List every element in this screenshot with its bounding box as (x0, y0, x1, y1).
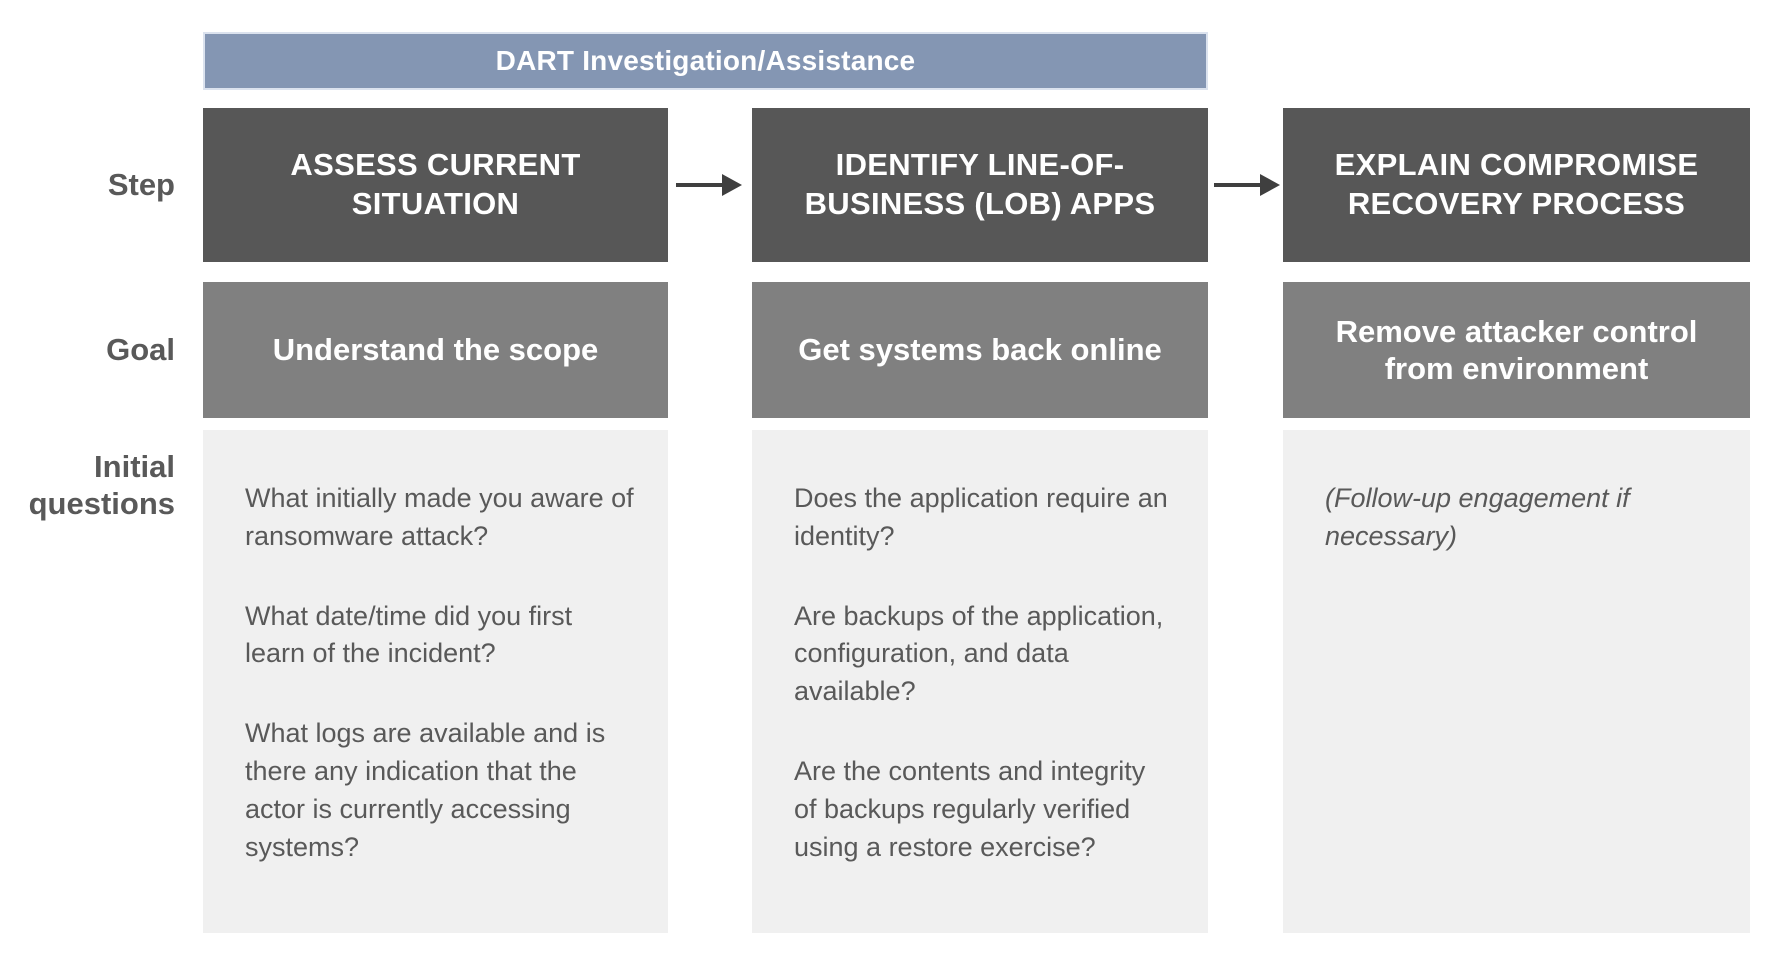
right-arrow-icon (1214, 174, 1280, 196)
row-label-initial-questions: Initial questions (28, 449, 175, 522)
right-arrow-icon (676, 174, 742, 196)
row-label-step-text: Step (107, 167, 175, 203)
step-title: ASSESS CURRENT SITUATION (290, 147, 581, 221)
question-item: Are the contents and integrity of backup… (794, 755, 1146, 862)
question-item: Does the application require an identity… (794, 483, 1168, 551)
row-label-goal-text: Goal (106, 332, 175, 368)
dart-banner: DART Investigation/Assistance (203, 32, 1208, 90)
question-item: (Follow-up engagement if necessary) (1325, 483, 1630, 551)
goal-box-systems-back-online: Get systems back online (752, 282, 1208, 418)
step-title: EXPLAIN COMPROMISE RECOVERY PROCESS (1334, 147, 1699, 221)
row-label-step: Step (0, 108, 175, 262)
questions-panel-assess: What initially made you aware of ransomw… (203, 430, 668, 933)
question-item: What logs are available and is there any… (245, 718, 606, 862)
dart-banner-label: DART Investigation/Assistance (495, 45, 916, 76)
questions-panel-recovery: (Follow-up engagement if necessary) (1283, 430, 1750, 933)
step-box-assess-current-situation: ASSESS CURRENT SITUATION (203, 108, 668, 262)
goal-text: Understand the scope (272, 332, 599, 368)
question-item: What date/time did you first learn of th… (245, 600, 573, 669)
goal-text: Remove attacker control from environment (1335, 313, 1698, 386)
row-label-goal: Goal (0, 282, 175, 418)
goal-text: Get systems back online (798, 332, 1162, 368)
goal-box-understand-scope: Understand the scope (203, 282, 668, 418)
questions-panel-lob-apps: Does the application require an identity… (752, 430, 1208, 933)
question-item: Are backups of the application, configur… (794, 600, 1164, 707)
step-box-explain-compromise-recovery: EXPLAIN COMPROMISE RECOVERY PROCESS (1283, 108, 1750, 262)
step-title: IDENTIFY LINE-OF-BUSINESS (LOB) APPS (804, 147, 1156, 221)
goal-box-remove-attacker-control: Remove attacker control from environment (1283, 282, 1750, 418)
question-item: What initially made you aware of ransomw… (245, 483, 634, 551)
step-box-identify-lob-apps: IDENTIFY LINE-OF-BUSINESS (LOB) APPS (752, 108, 1208, 262)
